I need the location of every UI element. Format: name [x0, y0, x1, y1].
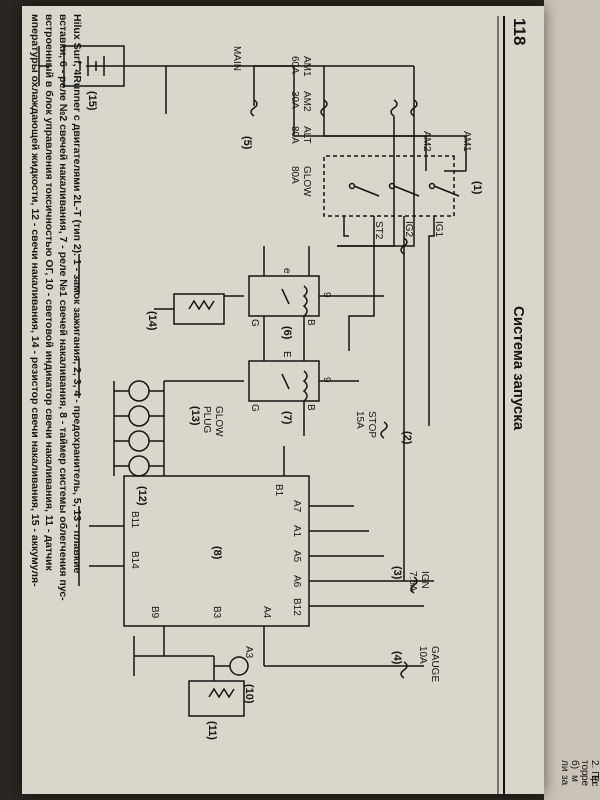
relay6-pin-top: 9: [321, 292, 332, 298]
caption-line-1: Hilux Surf, 4Runner с двигателями 2L-T (…: [71, 14, 83, 574]
relay-6: [248, 275, 320, 317]
callout-3: (3): [391, 566, 403, 580]
callout-1: (1): [471, 181, 483, 195]
side-line-6: ре: [579, 775, 590, 787]
fuse-ign-label: IGN: [419, 571, 430, 589]
timer-pin-a1: A1: [291, 525, 302, 538]
timer-pin-b12: B12: [291, 598, 302, 616]
fuse-alt-symbol: [410, 99, 418, 117]
fuse-glow-symbol: [400, 237, 408, 255]
callout-12: (12): [136, 486, 148, 506]
timer-pin-a3: A3: [243, 646, 254, 659]
caption-line-3: встроенный в блок управления токсичность…: [43, 14, 55, 571]
callout-8: (8): [211, 546, 223, 560]
rotated-page-content: 118 Система запуска: [29, 14, 529, 796]
side-line-2: тор: [579, 760, 590, 776]
switch-am2: AM2: [421, 131, 432, 152]
switch-st2: ST2: [373, 221, 384, 240]
timer-pin-b1: B1: [273, 484, 284, 497]
side-line-7: м: [569, 775, 580, 782]
callout-2: (2): [401, 431, 413, 445]
relay6-pin-b: B: [305, 319, 316, 326]
callout-numbers: (1) (2) (3) (4) (5) (6) (7) (8) (10) (11…: [86, 91, 483, 740]
fuse-gauge-label: GAUGE: [429, 646, 440, 682]
callout-14: (14): [146, 311, 158, 331]
fuse-ign-symbol: [410, 576, 418, 594]
fuse-am2-rating: 30A: [289, 91, 300, 109]
fuse-am1-label: AM1: [301, 56, 312, 77]
timer-pin-a5: A5: [291, 550, 302, 563]
fuse-alt-label: ALT: [301, 126, 312, 144]
diagram-labels: MAIN AM1 60A AM2 30A ALT 80A GLOW 80A ST…: [129, 46, 472, 682]
callout-11: (11): [206, 721, 218, 740]
glow-indicator-lamp: [229, 656, 249, 676]
fuse-stop-label: STOP: [366, 411, 377, 438]
fuse-glow-label: GLOW: [301, 166, 312, 197]
ignition-switch: [323, 155, 455, 217]
side-line-3: б): [569, 760, 581, 769]
relay-7: [248, 360, 320, 402]
timer-pin-a7: A7: [291, 500, 302, 513]
fuse-am2-label: AM2: [301, 91, 312, 112]
callout-6: (6): [281, 326, 293, 340]
timer-pin-a6: A6: [291, 575, 302, 588]
timer-pin-b9: B9: [149, 606, 160, 619]
callout-10: (10): [243, 684, 255, 704]
book-page: [22, 6, 544, 794]
switch-am1: AM1: [461, 131, 472, 152]
relay7-pin-g: G: [249, 404, 260, 412]
switch-ig1: IG1: [433, 221, 444, 238]
battery: [63, 45, 125, 87]
relay7-pin-left: E: [281, 351, 292, 358]
fuse-main-symbol: [250, 99, 258, 117]
timer-pin-a4: A4: [261, 606, 272, 619]
running-header: Система запуска: [510, 306, 527, 431]
fuse-am2-symbol: [390, 99, 398, 117]
timer-pin-b11: B11: [129, 511, 140, 528]
side-line-4: ли: [559, 760, 570, 771]
fuse-gauge-symbol: [400, 661, 408, 679]
fuse-main-label: MAIN: [231, 46, 242, 71]
glow-plug-label-1: GLOW: [213, 406, 224, 437]
caption-line-4: мпературы охлаждающей жидкости, 12 - све…: [29, 14, 41, 587]
fuse-alt-rating: 80A: [289, 126, 300, 144]
relay7-pin-b: B: [305, 404, 316, 411]
timer-pin-b14: B14: [129, 551, 140, 569]
fuse-stop-symbol: [380, 421, 388, 439]
callout-4: (4): [391, 651, 403, 665]
fuse-am1-symbol: [320, 99, 328, 117]
adjacent-page: [544, 0, 600, 800]
glow-plug-label-2: PLUG: [201, 406, 212, 433]
switch-ig2: IG2: [403, 221, 414, 238]
callout-7: (7): [281, 411, 293, 425]
fuse-glow-rating: 80A: [289, 166, 300, 184]
coolant-temp-sensor: [188, 680, 245, 717]
wiring-diagram: [38, 45, 467, 717]
fuse-ign-rating: 7.5A: [407, 571, 418, 592]
side-line-1: 2. Пр: [589, 760, 600, 784]
glow-plug-3: [128, 430, 150, 452]
timer-pin-b3: B3: [211, 606, 222, 619]
glow-timer: [123, 475, 310, 627]
figure-caption: Hilux Surf, 4Runner с двигателями 2L-T (…: [29, 14, 83, 601]
fuse-am1-rating: 60A: [289, 56, 300, 74]
page-number: 118: [510, 18, 529, 45]
glow-plug-1: [128, 380, 150, 402]
glow-plug-4: [128, 455, 150, 477]
glow-plug-2: [128, 405, 150, 427]
callout-15: (15): [86, 91, 98, 111]
caption-line-2: вставки, 6 - реле №2 свечей накаливания,…: [57, 14, 69, 601]
callout-5: (5): [241, 136, 253, 150]
relay6-pin-left: e: [281, 268, 292, 274]
side-line-8: за: [559, 775, 570, 786]
fuse-gauge-rating: 10A: [417, 646, 428, 664]
side-line-5: Ес: [589, 775, 600, 787]
relay6-pin-g: G: [249, 319, 260, 327]
relay7-pin-top: 9: [321, 377, 332, 383]
callout-13: (13): [189, 406, 201, 426]
adjacent-page-text: 2. Пр тор б) ли Ес ре м за: [559, 760, 600, 787]
fuse-stop-rating: 15A: [354, 411, 365, 429]
